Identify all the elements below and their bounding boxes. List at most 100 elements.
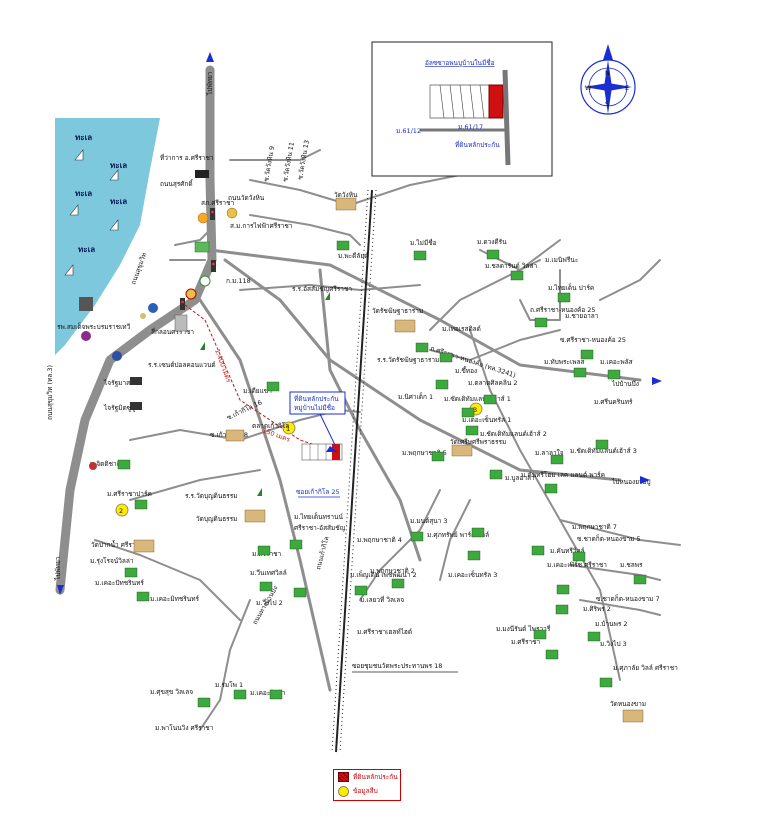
inset-site-parcel <box>488 84 504 119</box>
place-label: ม.รุ่งโรจน์วิลล่า <box>90 557 134 565</box>
place-labels: ที่ว่าการ อ.ศรีราชา ถนนสุรศักดิ์ สภ.ศรีร… <box>57 139 678 732</box>
road-label: ถนนเก้ากิโล <box>314 536 331 571</box>
place-label: ม.ไทยเด็น ปาร์ค <box>548 283 594 292</box>
road-label: ไปพัทยา <box>206 71 214 96</box>
road-label: ถนนสุขุมวิท <box>129 252 148 286</box>
note-swatch-icon <box>338 785 349 797</box>
place-label: สภ.ศรีราชา <box>201 199 234 207</box>
place-label: ม.วิ่งไป 2 <box>256 598 283 607</box>
place-label: ม.ไม่มีชื่อ <box>410 238 437 247</box>
place-label: ม.เลยวที่ วิลเลจ <box>360 595 404 604</box>
place-label: วัดรัชฆิษฐาธาราม <box>372 307 423 315</box>
place-label: ม.ร่มโพ 1 <box>215 681 243 689</box>
place-label: รพ.สมเด็จพระบรมราชเทวี <box>57 322 131 331</box>
road-label: ถ.ศรีราชา-หนองค้อ 25 <box>530 306 596 314</box>
place-label: ม.ตลาดศิลคลิน 2 <box>468 379 518 387</box>
road-label: ไปบ้านบึง <box>611 380 639 388</box>
place-label: ร.ร.อัสสัมชัญศรีราชา <box>292 285 352 293</box>
place-label: ม.เคอะปัทชรินทร์ <box>95 579 144 587</box>
road-label: ซอยชุมชนวัดพระประทานพร 18 <box>352 662 442 670</box>
place-label: ม.เคอะเซ็นทรัล 3 <box>448 570 497 579</box>
place-label: วัดวังหิน <box>334 191 358 199</box>
legend-note-label: ข้อมูลสืบ <box>353 787 378 795</box>
landmark-icons <box>133 197 644 723</box>
place-label: ม.พฤกษาชาติ 7 <box>572 523 617 531</box>
numbered-marker: 1 <box>282 421 296 435</box>
place-label: ไจรัฐมาสด้า <box>103 379 138 387</box>
compass-icon: N S E W <box>580 44 636 115</box>
place-label: ไจรัฐมิตซูซู <box>103 404 136 412</box>
place-label: ม.เดอะเซ็นทรัล 1 <box>462 415 511 424</box>
place-label: วัดปากน้ำ ศรีราชา <box>91 540 144 549</box>
place-label: ม.เดียแขา <box>243 387 272 395</box>
legend-row-site: ที่ดินหลักประกัน <box>334 770 400 784</box>
compass-e: E <box>625 84 629 92</box>
place-label: ม.วีนเทศวิลล์ <box>250 569 287 577</box>
place-label: ม.ชายอาลา <box>565 312 599 320</box>
place-label: ม.พฤกษาชาติ 5 <box>402 449 447 457</box>
compass-n: N <box>605 69 610 77</box>
place-label: วัดบุญดินธรรม <box>196 515 237 523</box>
callout-line1: ที่ดินหลักประกัน <box>294 394 339 403</box>
place-label: ม.ไทยเด็นทรานน์ <box>294 512 343 521</box>
inset-lot-right: ม.61/17 <box>458 123 483 131</box>
place-label: ม.ขึ้ทอง <box>455 366 477 375</box>
place-label: ม.มงนีรันด์ ไพรวารี่ <box>496 624 551 633</box>
place-label: ม.ศุภทรัพย์ พาร์ค วิลล์ <box>427 531 489 539</box>
place-label: ม.เคอะมิทชรินทร์ <box>150 595 200 603</box>
inset-map: อัลซซาอพนบูบ้านในมีชื่อ ม.61/12 ม.61/17 … <box>371 41 553 177</box>
place-label: ตลาดเก้ากิโล <box>252 422 289 430</box>
place-label: ม.เคอะพลัส <box>600 358 633 366</box>
place-label: ม.ชัดเดิทัมแลนด์เฮ้าส์ 3 <box>570 447 637 455</box>
place-label: ม.ศุภาลัย วิลล์ ศรีราชา <box>613 664 678 672</box>
inset-title: อัลซซาอพนบูบ้านในมีชื่อ <box>425 58 495 67</box>
place-label: วัดหนองขาม <box>610 700 646 708</box>
place-label: ม.ชลพร <box>620 561 643 569</box>
sea-label: ทะเล <box>78 245 95 254</box>
svg-text:2: 2 <box>119 507 123 515</box>
road-label: ซอยเก้ากิโล 25 <box>296 488 340 496</box>
compass-s: S <box>605 100 609 108</box>
legend-row-note: ข้อมูลสืบ <box>334 784 400 798</box>
svg-text:1: 1 <box>286 425 290 433</box>
village-icons <box>117 240 647 708</box>
place-label: ม.เคอะวิลส้า <box>250 689 286 697</box>
inset-site-label: ที่ดินหลักประกัน <box>455 140 500 149</box>
place-label: ม.เมนิฟรีนะ <box>545 256 578 264</box>
place-label: ซ.ชาดก็ต-หนองขาม 7 <box>596 594 660 603</box>
road-label: ถนนสุขุมวิท (ทล.3) <box>46 365 54 420</box>
numbered-marker: 2 <box>115 503 129 517</box>
place-label: ม.ศรีนครินทร์ <box>594 398 633 406</box>
place-label: ม.คันทรีวิลล์ <box>550 547 585 555</box>
road-label: ไปพัทยา <box>54 556 62 581</box>
place-label: ม.บูลอาลา <box>505 474 535 482</box>
place-label: ม.ศุขสุข วิลเลจ <box>150 688 193 696</box>
place-label: ม.พาโนนวิง ศรีราชา <box>155 724 214 732</box>
place-label: ม.มนต์สุนา 3 <box>410 517 448 525</box>
site-callout: ที่ดินหลักประกัน หมู่บ้านไม่มีชื่อ <box>289 391 346 446</box>
place-label: ม.ชลดารันด์ วิลล่า <box>485 262 537 270</box>
place-label: ม.เคอะเฟิร์ช ศรีราชา <box>547 561 607 569</box>
place-label: ม.บ้านพร 2 <box>595 620 628 628</box>
place-label: ร.ร.วัดรัชฆิษฐาธาราม <box>377 356 439 364</box>
place-label: ม.ศรีราชาเฮลท์ไฮด์ <box>357 628 412 636</box>
place-label: ศรีราชา-อัสสัมชัญ <box>294 524 346 532</box>
place-label: ม.ดวงดีรัน <box>477 238 507 246</box>
place-label: ส.ม.การไฟฟ้าศรีราชา <box>230 222 293 230</box>
place-label: ม.คันทรีโฮม เลค แลนด์ พาร์ค <box>521 471 605 479</box>
traffic-light-icon <box>180 208 216 310</box>
place-label: ม.จิตติชาติ 1 <box>90 460 127 468</box>
place-label: ม.เทอเรสติลด์ <box>442 325 481 333</box>
sea-label: ทะเล <box>75 133 92 142</box>
place-label: วัดเศรีษศรีพราธรรม <box>450 438 506 446</box>
place-label: ม.ศรีราชา <box>511 638 541 646</box>
place-label: ซ.วัดวังหิน 9 <box>262 145 276 182</box>
place-label: ซ.ชาตก็ต-หนองขาม 5 <box>577 534 641 543</box>
place-label: สี่กลอนศรีราชา <box>151 327 194 336</box>
place-label: ม.ชัดเดิทัมแลนด์เฮ้าส์ 2 <box>480 430 547 438</box>
place-label: ร.ร.เซนต์ปอลคอนแวนต์ <box>148 361 216 369</box>
route-line <box>184 304 331 451</box>
site-swatch-icon <box>338 772 349 782</box>
legend-site-label: ที่ดินหลักประกัน <box>353 773 398 781</box>
place-label: ร.ร.วัดบุญดินธรรม <box>185 492 238 500</box>
